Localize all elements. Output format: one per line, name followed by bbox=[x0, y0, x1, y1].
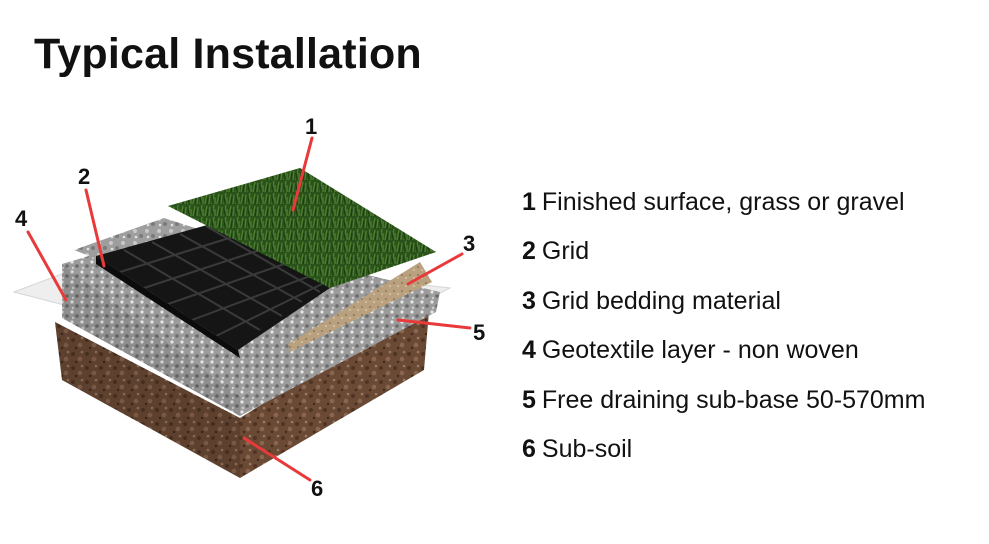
legend-text: Grid bbox=[542, 237, 589, 265]
callout-number-4: 4 bbox=[15, 206, 28, 231]
callout-number-3: 3 bbox=[463, 231, 475, 256]
legend-text: Finished surface, grass or gravel bbox=[542, 188, 905, 216]
installation-cross-section-diagram: 1 2 3 4 5 6 bbox=[0, 0, 520, 544]
legend-number: 2 bbox=[522, 237, 536, 265]
legend-number: 5 bbox=[522, 386, 536, 414]
callout-number-5: 5 bbox=[473, 320, 485, 345]
legend-text: Geotextile layer - non woven bbox=[542, 336, 859, 364]
callout-number-1: 1 bbox=[305, 114, 317, 139]
callout-number-2: 2 bbox=[78, 164, 90, 189]
legend-text: Free draining sub-base 50-570mm bbox=[542, 386, 926, 414]
legend-number: 4 bbox=[522, 336, 536, 364]
legend-number: 6 bbox=[522, 435, 536, 463]
legend-text: Grid bedding material bbox=[542, 287, 781, 315]
legend-number: 1 bbox=[522, 188, 536, 216]
callout-number-6: 6 bbox=[311, 476, 323, 501]
legend-text: Sub-soil bbox=[542, 435, 632, 463]
legend-number: 3 bbox=[522, 287, 536, 315]
